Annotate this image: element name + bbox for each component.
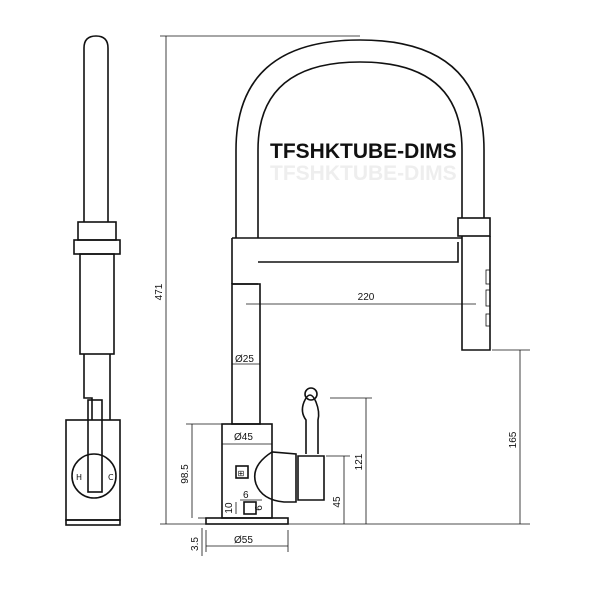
side-body bbox=[65, 419, 121, 521]
drawing-title: TFSHKTUBE-DIMS bbox=[270, 140, 457, 163]
brand-logo bbox=[235, 465, 249, 479]
dim-reach: 220 bbox=[358, 292, 375, 303]
dim-total-height: 471 bbox=[154, 283, 165, 300]
dim-small-b: 6 bbox=[243, 490, 249, 501]
handle-cap bbox=[304, 387, 318, 401]
dim-body-height: 98.5 bbox=[180, 464, 191, 484]
side-base-plate bbox=[65, 519, 121, 526]
spray-head-collar bbox=[457, 217, 491, 237]
handle-hub bbox=[253, 451, 297, 503]
dim-base-dia: Ø55 bbox=[234, 535, 253, 546]
title-ghost: TFSHKTUBE-DIMS bbox=[270, 162, 457, 185]
dim-handle-height: 121 bbox=[354, 453, 365, 470]
spray-head-button-a bbox=[485, 269, 491, 285]
side-view: H C bbox=[65, 35, 121, 526]
small-port bbox=[243, 501, 257, 515]
side-hot-mark: H bbox=[76, 473, 82, 482]
side-neck-left bbox=[83, 354, 93, 420]
front-view: ⊞ bbox=[205, 39, 491, 525]
dimension-lines bbox=[160, 35, 530, 556]
dim-spout-height: 165 bbox=[508, 431, 519, 448]
spout-arm-lower bbox=[258, 242, 459, 263]
side-hose-body bbox=[79, 253, 115, 355]
dim-plate: 3.5 bbox=[190, 537, 201, 551]
dim-lever-height: 45 bbox=[332, 496, 343, 508]
dim-small-c: 6 bbox=[254, 505, 265, 511]
side-lever-knob bbox=[71, 453, 117, 499]
side-cold-mark: C bbox=[108, 473, 114, 482]
spout-arch-inner bbox=[257, 61, 463, 238]
base-plate bbox=[205, 517, 289, 525]
handle-base bbox=[297, 455, 325, 501]
dim-spout-dia: Ø25 bbox=[235, 354, 254, 365]
side-hose-ring bbox=[73, 239, 121, 255]
logo-glyph-icon: ⊞ bbox=[238, 469, 245, 478]
side-hose-collar bbox=[77, 221, 117, 241]
side-lever bbox=[87, 399, 103, 493]
spout-arch-outer bbox=[235, 39, 485, 238]
handle-lever bbox=[301, 394, 320, 454]
spray-head-button-b bbox=[485, 289, 491, 307]
dim-small-a: 10 bbox=[224, 502, 235, 514]
side-spout-top bbox=[83, 35, 109, 222]
dim-body-dia: Ø45 bbox=[234, 432, 253, 443]
spray-head-button-c bbox=[485, 313, 491, 327]
spout-arm bbox=[231, 237, 462, 285]
